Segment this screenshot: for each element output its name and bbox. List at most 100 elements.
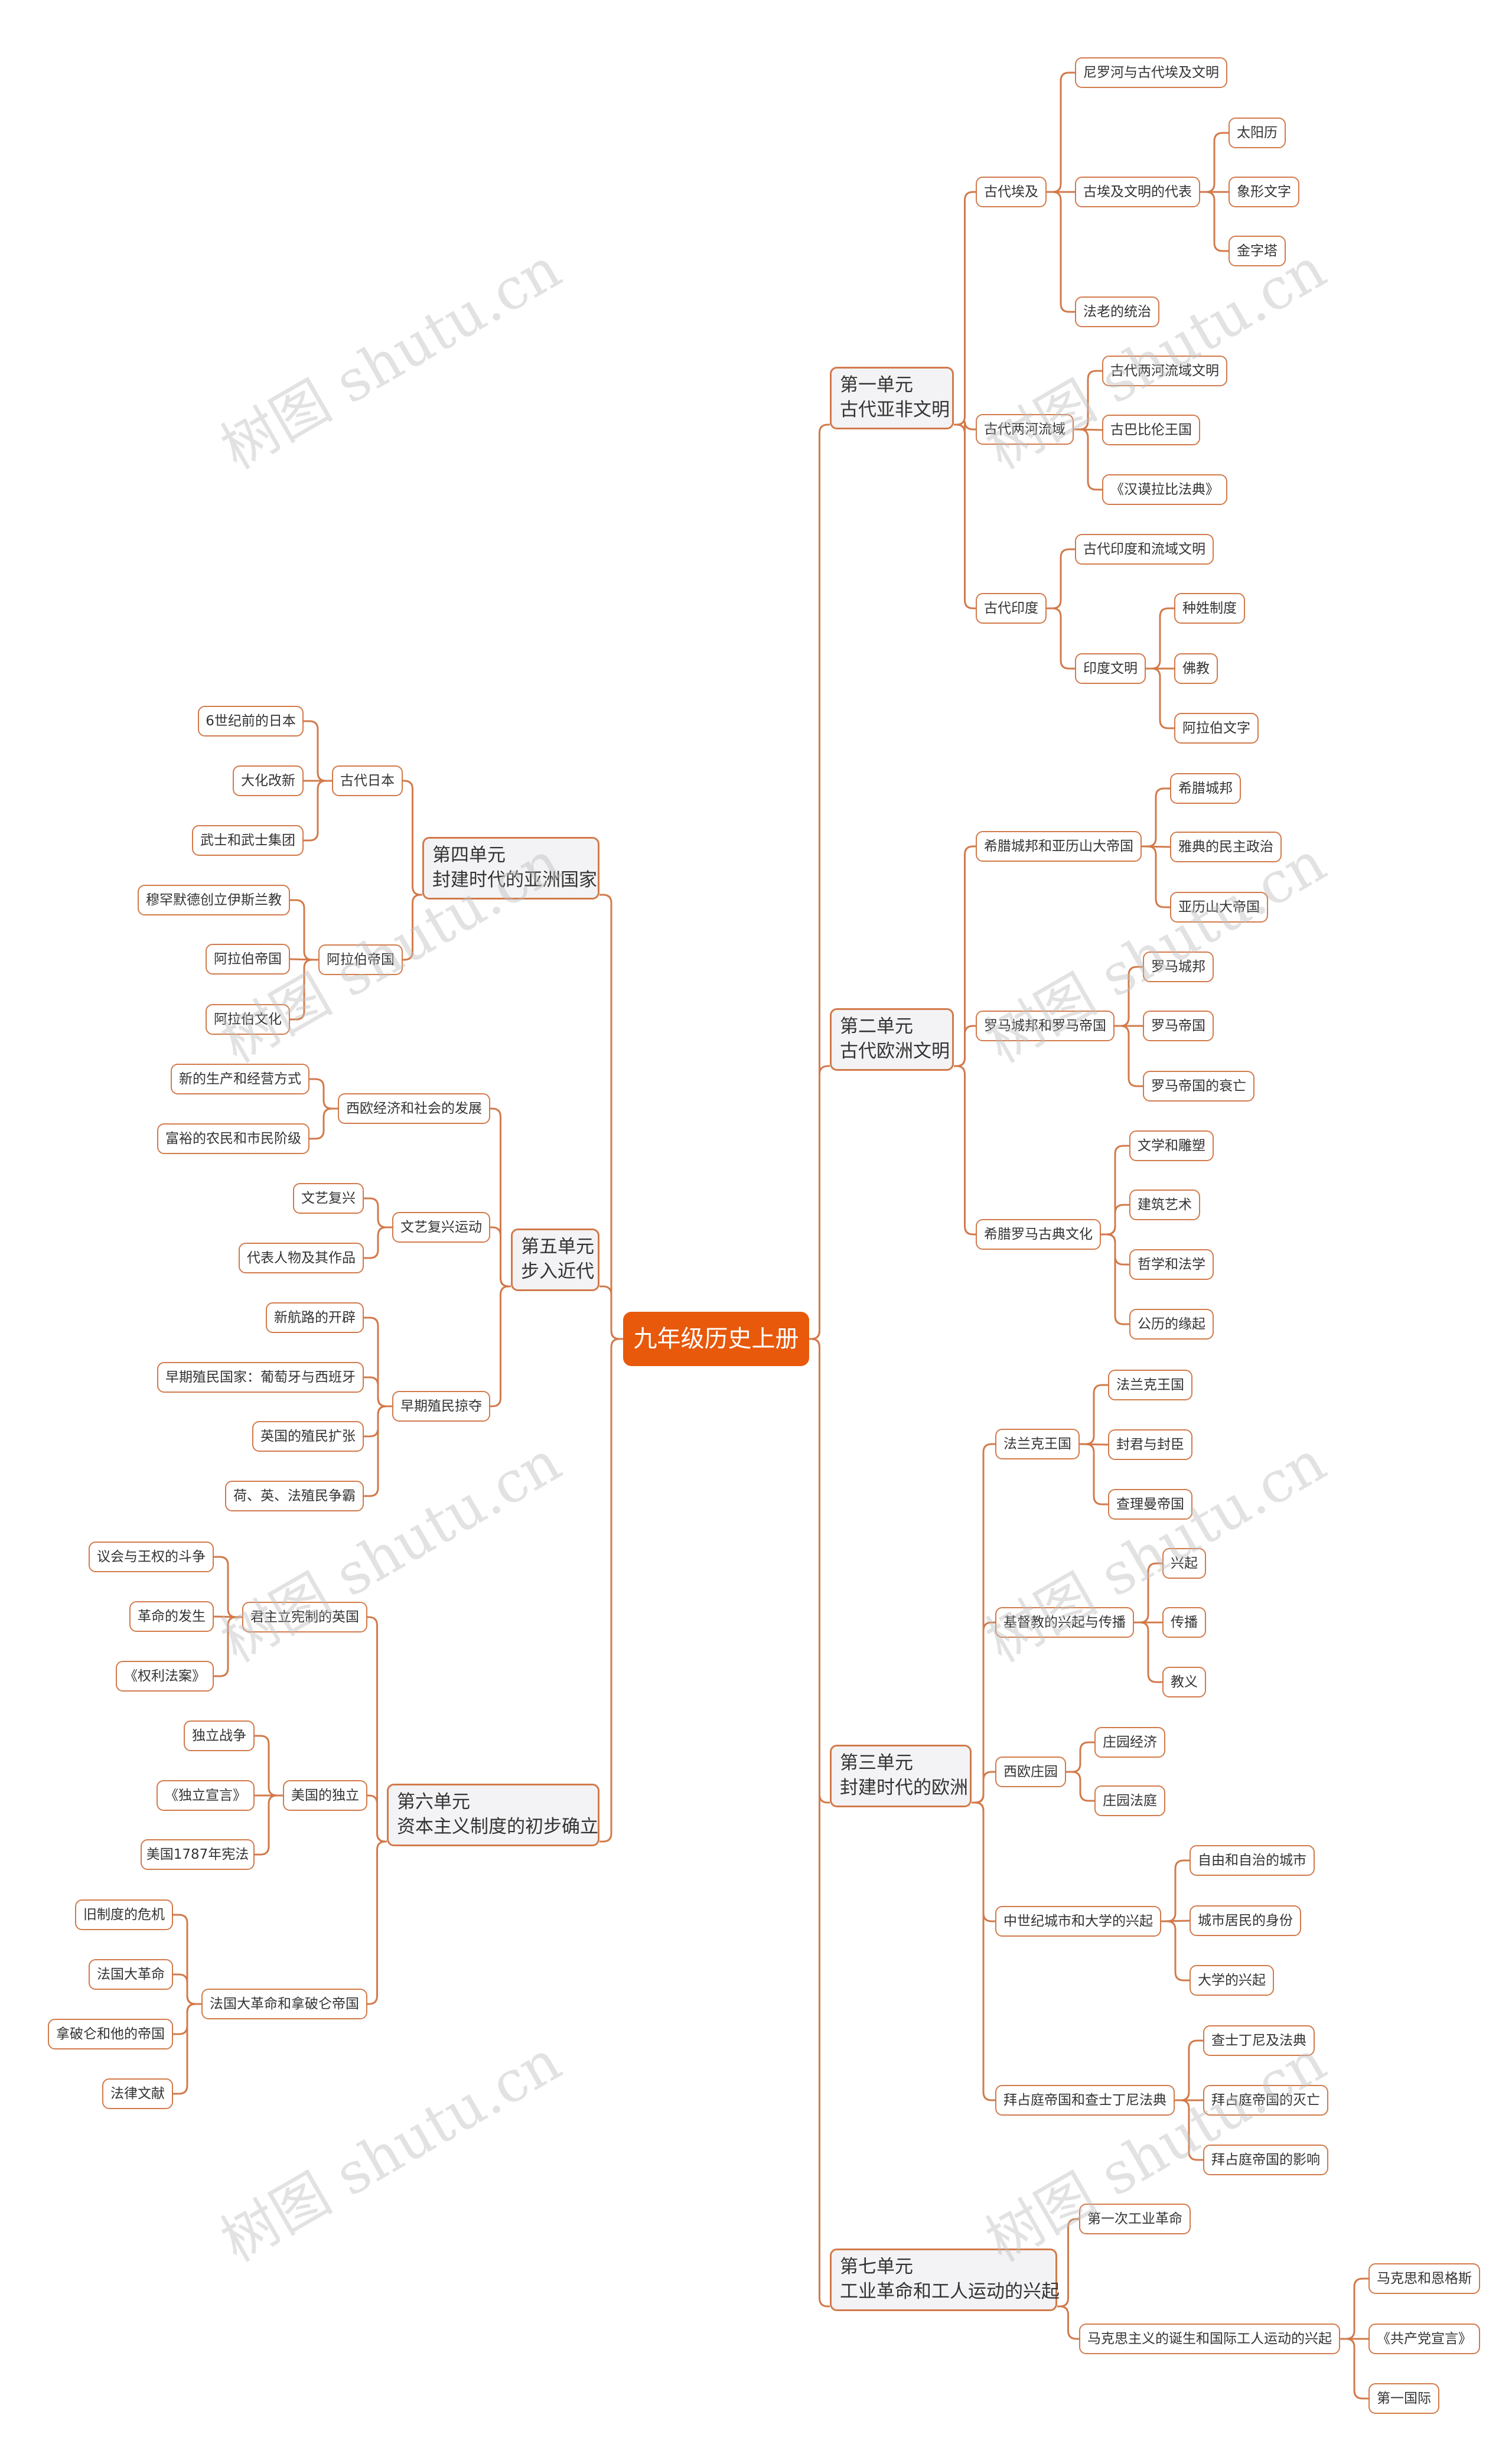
leaf-topic[interactable]: 独立战争 xyxy=(184,1720,255,1751)
subtopic[interactable]: 西欧庄园 xyxy=(995,1757,1066,1787)
leaf-topic[interactable]: 《汉谟拉比法典》 xyxy=(1102,474,1227,505)
leaf-topic[interactable]: 革命的发生 xyxy=(129,1601,214,1632)
subtopic[interactable]: 古代印度 xyxy=(976,593,1047,624)
leaf-topic[interactable]: 大化改新 xyxy=(233,765,304,796)
connector-line xyxy=(403,894,422,961)
leaf-topic[interactable]: 武士和武士集团 xyxy=(192,825,304,856)
leaf-topic[interactable]: 阿拉伯文字 xyxy=(1174,713,1259,744)
leaf-topic[interactable]: 尼罗河与古代埃及文明 xyxy=(1075,57,1227,88)
subtopic[interactable]: 古代两河流域 xyxy=(976,414,1074,445)
leaf-topic[interactable]: 法兰克王国 xyxy=(1108,1370,1192,1400)
subtopic[interactable]: 法国大革命和拿破仑帝国 xyxy=(201,1989,367,2019)
leaf-topic[interactable]: 自由和自治的城市 xyxy=(1190,1845,1315,1876)
connector-line xyxy=(304,720,332,782)
subtopic[interactable]: 早期殖民掠夺 xyxy=(392,1391,490,1422)
connector-line xyxy=(490,1226,511,1288)
subtopic[interactable]: 古代埃及 xyxy=(976,177,1047,207)
leaf-topic[interactable]: 6世纪前的日本 xyxy=(198,706,304,737)
leaf-topic[interactable]: 查士丁尼及法典 xyxy=(1203,2025,1315,2056)
subtopic[interactable]: 马克思主义的诞生和国际工人运动的兴起 xyxy=(1079,2324,1340,2354)
leaf-topic[interactable]: 罗马城邦 xyxy=(1143,951,1214,982)
subtopic[interactable]: 希腊罗马古典文化 xyxy=(976,1219,1101,1250)
leaf-topic[interactable]: 种姓制度 xyxy=(1174,593,1245,624)
subtopic[interactable]: 古代日本 xyxy=(332,765,403,796)
unit-topic[interactable]: 第六单元资本主义制度的初步确立 xyxy=(387,1784,599,1846)
leaf-topic[interactable]: 太阳历 xyxy=(1228,118,1286,148)
leaf-topic[interactable]: 议会与王权的斗争 xyxy=(89,1542,214,1572)
leaf-topic[interactable]: 金字塔 xyxy=(1228,236,1286,266)
subtopic[interactable]: 文艺复兴运动 xyxy=(392,1212,490,1243)
leaf-topic[interactable]: 古代两河流域文明 xyxy=(1102,356,1227,386)
leaf-topic[interactable]: 法律文献 xyxy=(102,2078,173,2109)
leaf-topic[interactable]: 第一国际 xyxy=(1368,2383,1439,2414)
leaf-topic[interactable]: 大学的兴起 xyxy=(1190,1965,1274,1996)
leaf-topic[interactable]: 封君与封臣 xyxy=(1108,1429,1192,1460)
leaf-topic[interactable]: 查理曼帝国 xyxy=(1108,1489,1192,1520)
subtopic[interactable]: 基督教的兴起与传播 xyxy=(995,1607,1134,1638)
connector-line xyxy=(403,780,422,896)
leaf-topic[interactable]: 兴起 xyxy=(1162,1548,1206,1579)
subtopic[interactable]: 阿拉伯帝国 xyxy=(318,944,403,975)
leaf-topic[interactable]: 象形文字 xyxy=(1228,177,1299,207)
leaf-topic[interactable]: 庄园法庭 xyxy=(1094,1785,1165,1816)
leaf-topic[interactable]: 拜占庭帝国的影响 xyxy=(1203,2145,1328,2175)
connector-line xyxy=(173,1973,201,2005)
leaf-topic[interactable]: 法老的统治 xyxy=(1075,296,1159,327)
leaf-topic[interactable]: 建筑艺术 xyxy=(1129,1190,1200,1220)
leaf-topic[interactable]: 阿拉伯帝国 xyxy=(206,944,290,975)
leaf-topic[interactable]: 哲学和法学 xyxy=(1129,1249,1214,1280)
leaf-topic[interactable]: 英国的殖民扩张 xyxy=(252,1421,364,1452)
leaf-topic[interactable]: 旧制度的危机 xyxy=(75,1899,173,1930)
connector-line xyxy=(1047,548,1075,610)
leaf-topic[interactable]: 穆罕默德创立伊斯兰教 xyxy=(138,885,290,915)
leaf-topic[interactable]: 代表人物及其作品 xyxy=(239,1243,364,1273)
leaf-topic[interactable]: 亚历山大帝国 xyxy=(1170,892,1268,923)
leaf-topic[interactable]: 古代印度和流域文明 xyxy=(1075,534,1214,565)
subtopic[interactable]: 希腊城邦和亚历山大帝国 xyxy=(976,831,1142,862)
unit-topic[interactable]: 第七单元工业革命和工人运动的兴起 xyxy=(830,2249,1060,2311)
leaf-topic[interactable]: 希腊城邦 xyxy=(1170,773,1241,804)
subtopic[interactable]: 罗马城邦和罗马帝国 xyxy=(976,1011,1115,1041)
subtopic[interactable]: 拜占庭帝国和查士丁尼法典 xyxy=(995,2085,1175,2116)
leaf-topic[interactable]: 文学和雕塑 xyxy=(1129,1130,1214,1161)
leaf-topic[interactable]: 美国1787年宪法 xyxy=(141,1839,255,1870)
subtopic[interactable]: 中世纪城市和大学的兴起 xyxy=(995,1906,1161,1937)
leaf-topic[interactable]: 公历的缘起 xyxy=(1129,1309,1214,1340)
subtopic[interactable]: 君主立宪制的英国 xyxy=(242,1602,367,1632)
leaf-topic[interactable]: 古巴比伦王国 xyxy=(1102,415,1200,445)
leaf-topic[interactable]: 法国大革命 xyxy=(89,1959,173,1990)
leaf-topic[interactable]: 教义 xyxy=(1162,1667,1206,1697)
subtopic[interactable]: 第一次工业革命 xyxy=(1079,2204,1191,2234)
leaf-topic[interactable]: 《权利法案》 xyxy=(116,1661,214,1692)
leaf-topic[interactable]: 雅典的民主政治 xyxy=(1170,832,1282,862)
unit-topic[interactable]: 第三单元封建时代的欧洲 xyxy=(830,1745,972,1807)
leaf-topic[interactable]: 古埃及文明的代表 xyxy=(1075,177,1200,207)
leaf-topic[interactable]: 新的生产和经营方式 xyxy=(171,1064,309,1094)
leaf-topic[interactable]: 罗马帝国的衰亡 xyxy=(1143,1071,1254,1102)
leaf-topic[interactable]: 富裕的农民和市民阶级 xyxy=(157,1123,309,1154)
leaf-topic[interactable]: 荷、英、法殖民争霸 xyxy=(225,1481,364,1511)
subtopic[interactable]: 美国的独立 xyxy=(283,1780,367,1811)
unit-topic[interactable]: 第五单元步入近代 xyxy=(511,1228,599,1291)
leaf-topic[interactable]: 新航路的开辟 xyxy=(266,1302,364,1333)
leaf-topic[interactable]: 《共产党宣言》 xyxy=(1368,2324,1480,2354)
leaf-topic[interactable]: 早期殖民国家：葡萄牙与西班牙 xyxy=(157,1362,364,1393)
root-topic[interactable]: 九年级历史上册 xyxy=(623,1312,809,1366)
leaf-topic[interactable]: 庄园经济 xyxy=(1094,1727,1165,1758)
leaf-topic[interactable]: 拿破仑和他的帝国 xyxy=(48,2019,173,2049)
unit-topic[interactable]: 第四单元封建时代的亚洲国家 xyxy=(422,837,599,900)
leaf-topic[interactable]: 城市居民的身份 xyxy=(1190,1905,1301,1936)
leaf-topic[interactable]: 传播 xyxy=(1162,1607,1206,1638)
unit-topic[interactable]: 第二单元古代欧洲文明 xyxy=(830,1008,954,1071)
leaf-topic[interactable]: 佛教 xyxy=(1174,653,1218,684)
subtopic[interactable]: 法兰克王国 xyxy=(995,1429,1080,1459)
leaf-topic[interactable]: 文艺复兴 xyxy=(293,1183,364,1214)
leaf-topic[interactable]: 拜占庭帝国的灭亡 xyxy=(1203,2085,1328,2116)
subtopic[interactable]: 西欧经济和社会的发展 xyxy=(338,1093,490,1124)
leaf-topic[interactable]: 罗马帝国 xyxy=(1143,1011,1214,1041)
leaf-topic[interactable]: 马克思和恩格斯 xyxy=(1368,2263,1480,2294)
unit-topic[interactable]: 第一单元古代亚非文明 xyxy=(830,367,954,429)
leaf-topic[interactable]: 阿拉伯文化 xyxy=(206,1004,290,1035)
leaf-topic[interactable]: 印度文明 xyxy=(1075,653,1146,684)
leaf-topic[interactable]: 《独立宣言》 xyxy=(157,1780,255,1811)
